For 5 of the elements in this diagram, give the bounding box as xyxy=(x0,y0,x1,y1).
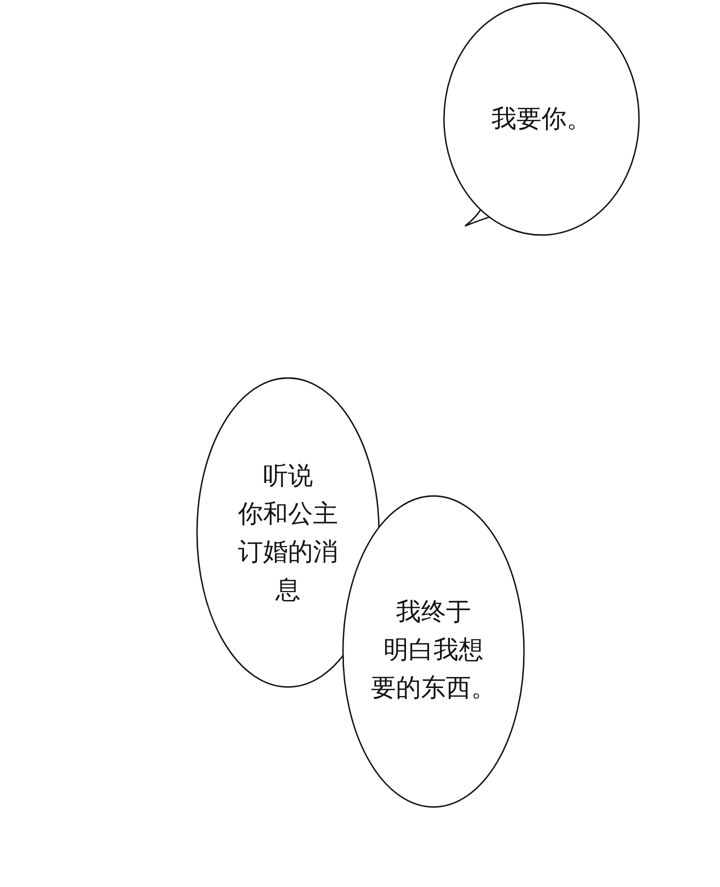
speech-bubble xyxy=(443,2,640,236)
speech-text: 我要你。 xyxy=(490,103,592,135)
speech-bubble xyxy=(342,495,525,808)
speech-text: 我终于明白我想要的东西。 xyxy=(370,596,497,704)
speech-text: 听说你和公主订婚的消息 xyxy=(237,460,339,606)
